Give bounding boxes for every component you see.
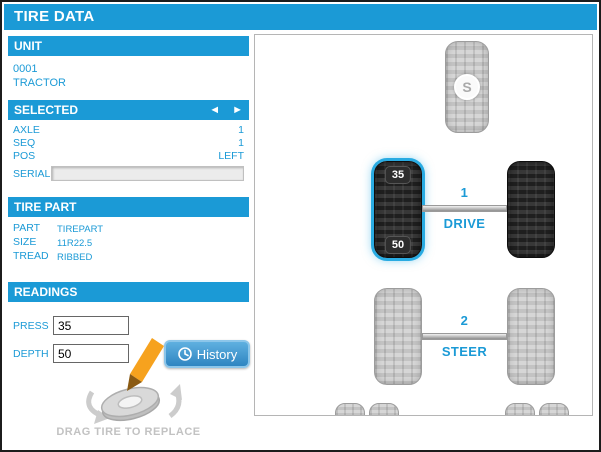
- selected-tire-press-badge: 35: [384, 166, 412, 184]
- press-label: PRESS: [13, 319, 49, 332]
- seq-value: 1: [238, 137, 244, 149]
- rear-dual-tire-1[interactable]: [335, 403, 365, 415]
- depth-label: DEPTH: [13, 347, 49, 360]
- prev-tire-arrow-icon[interactable]: ◄: [209, 104, 221, 116]
- tread-value: RIBBED: [57, 252, 93, 263]
- title-bar: TIRE DATA: [4, 4, 597, 30]
- axle-value: 1: [238, 124, 244, 136]
- serial-label: SERIAL: [13, 167, 51, 180]
- steer-axle-left-tire[interactable]: [374, 288, 422, 385]
- spare-tire-badge: S: [454, 74, 480, 100]
- press-input[interactable]: [53, 316, 129, 335]
- unit-header-label: UNIT: [14, 39, 42, 53]
- drive-axle-number: 1: [460, 185, 469, 200]
- drag-tire-icon[interactable]: [78, 336, 190, 424]
- rear-dual-tire-2[interactable]: [369, 403, 399, 415]
- selected-tire-depth-badge: 50: [384, 236, 412, 254]
- history-clock-icon: [177, 347, 192, 361]
- tread-row: TREAD RIBBED: [13, 250, 244, 264]
- steer-axle-right-tire[interactable]: [507, 288, 555, 385]
- selected-details: AXLE 1 SEQ 1 POS LEFT SERIAL: [8, 120, 249, 197]
- serial-input[interactable]: [51, 166, 244, 181]
- pos-label: POS: [13, 150, 36, 162]
- tread-label: TREAD: [13, 250, 49, 262]
- next-tire-arrow-icon[interactable]: ►: [232, 104, 243, 116]
- axle-row: AXLE 1: [13, 124, 244, 137]
- history-button-label: History: [196, 346, 238, 362]
- part-row: PART TIREPART: [13, 222, 244, 236]
- history-button[interactable]: History: [164, 340, 250, 368]
- selected-header-label: SELECTED: [14, 103, 79, 117]
- unit-number: 0001: [13, 63, 38, 75]
- part-label: PART: [13, 222, 41, 234]
- drive-axle-bar: [422, 205, 507, 212]
- tire-part-header-label: TIRE PART: [14, 200, 77, 214]
- steer-axle-number: 2: [460, 313, 469, 328]
- selected-section-header: SELECTED ◄ ►: [8, 100, 249, 120]
- size-label: SIZE: [13, 236, 37, 248]
- tire-part-details: PART TIREPART SIZE 11R22.5 TREAD RIBBED: [8, 217, 249, 282]
- sidebar: UNIT 0001 TRACTOR SELECTED ◄ ► AXLE 1 SE…: [8, 36, 250, 450]
- press-row: PRESS: [13, 316, 249, 335]
- size-value: 11R22.5: [57, 238, 93, 249]
- seq-row: SEQ 1: [13, 137, 244, 150]
- drag-tire-hint: DRAG TIRE TO REPLACE: [56, 426, 201, 438]
- page-title: TIRE DATA: [14, 8, 95, 25]
- rear-dual-tire-3[interactable]: [505, 403, 535, 415]
- truck-diagram-panel: S 1 DRIVE 35 50 2 STEER: [254, 34, 593, 416]
- pos-row: POS LEFT: [13, 150, 244, 163]
- unit-type: TRACTOR: [13, 77, 66, 89]
- depth-input[interactable]: [53, 344, 129, 363]
- readings-header-label: READINGS: [14, 285, 78, 299]
- depth-row: DEPTH: [13, 344, 249, 363]
- spare-tire[interactable]: S: [445, 41, 489, 133]
- serial-row: SERIAL: [13, 166, 244, 181]
- size-row: SIZE 11R22.5: [13, 236, 244, 250]
- unit-section-header: UNIT: [8, 36, 249, 56]
- seq-label: SEQ: [13, 137, 36, 149]
- axle-label: AXLE: [13, 124, 40, 136]
- steer-axle-bar: [422, 333, 507, 340]
- drive-axle-name: DRIVE: [443, 216, 486, 231]
- pos-value: LEFT: [218, 150, 244, 162]
- readings-section-header: READINGS: [8, 282, 249, 302]
- tire-nav-arrows: ◄ ►: [209, 100, 243, 120]
- part-value: TIREPART: [57, 224, 104, 235]
- drive-axle-right-tire[interactable]: [507, 161, 555, 258]
- tire-part-section-header: TIRE PART: [8, 197, 249, 217]
- unit-info: 0001 TRACTOR: [8, 56, 249, 100]
- rear-dual-tire-4[interactable]: [539, 403, 569, 415]
- steer-axle-name: STEER: [441, 344, 488, 359]
